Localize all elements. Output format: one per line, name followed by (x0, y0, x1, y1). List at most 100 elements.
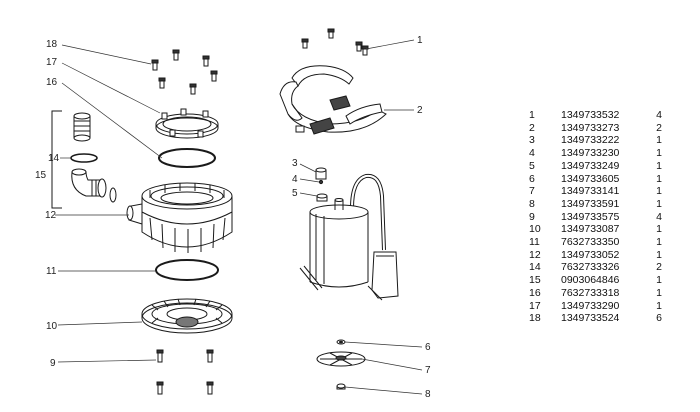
part-quantity: 2 (656, 121, 662, 134)
part-position: 10 (529, 223, 541, 236)
part-position: 12 (529, 248, 541, 261)
part-quantity: 1 (656, 274, 662, 287)
callout-18: 18 (46, 39, 58, 50)
part-code: 1349733087 (561, 223, 620, 236)
parts-list-row: 4 1349733230 1 (529, 147, 662, 160)
callout-8: 8 (425, 389, 431, 400)
callout-2: 2 (417, 105, 423, 116)
parts-list-row: 9 1349733575 4 (529, 211, 662, 224)
part-position: 8 (529, 197, 535, 210)
screws-18 (151, 49, 218, 95)
callout-6: 6 (425, 342, 431, 353)
part-position: 11 (529, 236, 540, 249)
part-quantity: 1 (656, 172, 662, 185)
handle-2 (279, 65, 387, 135)
part-quantity: 1 (656, 197, 662, 210)
callout-3: 3 (292, 158, 298, 169)
part-quantity: 4 (656, 210, 662, 223)
motor-unit (299, 173, 399, 301)
impeller-7 (316, 351, 366, 367)
callout-15: 15 (35, 170, 47, 181)
part-quantity: 1 (656, 159, 662, 172)
callout-7: 7 (425, 365, 431, 376)
part-position: 3 (529, 134, 535, 147)
small-parts-3-4-5 (315, 167, 328, 202)
part-quantity: 1 (656, 147, 662, 160)
part-position: 14 (529, 261, 541, 274)
part-code: 1349733052 (561, 248, 620, 261)
screws-9 (156, 349, 214, 395)
callout-17: 17 (46, 57, 58, 68)
parts-list-row: 2 1349733273 2 (529, 122, 662, 135)
callout-leaders (55, 39, 423, 395)
part-position: 9 (529, 210, 535, 223)
o-ring-11 (155, 259, 219, 281)
parts-list-row: 15 0903064846 1 (529, 274, 662, 287)
callout-14: 14 (48, 153, 60, 164)
part-code: 1349733273 (561, 121, 620, 134)
part-code: 1349733222 (561, 134, 620, 147)
callout-12: 12 (45, 210, 57, 221)
callout-1: 1 (417, 35, 423, 46)
part-code: 1349733230 (561, 147, 620, 160)
part-quantity: 4 (656, 109, 662, 121)
parts-list-row: 14 7632733326 2 (529, 261, 662, 274)
pump-housing-12 (126, 182, 233, 253)
hose-fitting-group-15 (51, 110, 117, 209)
parts-list-row: 8 1349733591 1 (529, 198, 662, 211)
part-quantity: 1 (656, 185, 662, 198)
base-plate-10 (141, 298, 233, 334)
part-quantity: 1 (656, 236, 662, 249)
parts-list-row: 12 1349733052 1 (529, 249, 662, 262)
callout-4: 4 (292, 174, 298, 185)
screws-1 (301, 28, 369, 56)
parts-list-row: 7 1349733141 1 (529, 185, 662, 198)
part-code: 1349733605 (561, 172, 620, 185)
part-position: 5 (529, 159, 535, 172)
part-code: 1349733141 (561, 185, 620, 198)
part-code: 1349733575 (561, 210, 620, 223)
part-code: 1349733249 (561, 159, 620, 172)
part-quantity: 1 (656, 223, 662, 236)
part-position: 17 (529, 299, 541, 312)
parts-list-row: 6 1349733605 1 (529, 173, 662, 186)
part-code: 1349733532 (561, 109, 620, 121)
part-quantity: 2 (656, 261, 662, 274)
parts-list-row: 5 1349733249 1 (529, 160, 662, 173)
callout-10: 10 (46, 321, 58, 332)
clamp-ring-17 (155, 108, 219, 139)
o-ring-14 (70, 153, 98, 163)
part-position: 18 (529, 312, 541, 325)
nut-8 (336, 383, 346, 390)
parts-list-row: 17 1349733290 1 (529, 300, 662, 313)
part-position: 1 (529, 109, 535, 121)
callout-11: 11 (46, 266, 57, 277)
part-code: 0903064846 (561, 274, 620, 287)
part-code: 7632733318 (561, 286, 620, 299)
callout-5: 5 (292, 188, 298, 199)
part-position: 2 (529, 121, 535, 134)
part-quantity: 1 (656, 299, 662, 312)
parts-list-row: 3 1349733222 1 (529, 134, 662, 147)
part-code: 7632733350 (561, 236, 620, 249)
callout-9: 9 (50, 358, 56, 369)
parts-list-row: 1 1349733532 4 (529, 109, 662, 122)
part-code: 1349733290 (561, 299, 620, 312)
part-position: 6 (529, 172, 535, 185)
washer-6 (336, 339, 346, 345)
part-quantity: 1 (656, 248, 662, 261)
part-code: 7632733326 (561, 261, 620, 274)
callout-16: 16 (46, 77, 58, 88)
part-position: 4 (529, 147, 535, 160)
part-code: 1349733524 (561, 312, 620, 325)
part-position: 15 (529, 274, 541, 287)
part-position: 7 (529, 185, 535, 198)
part-quantity: 1 (656, 134, 662, 147)
part-position: 16 (529, 286, 541, 299)
part-code: 1349733591 (561, 197, 620, 210)
